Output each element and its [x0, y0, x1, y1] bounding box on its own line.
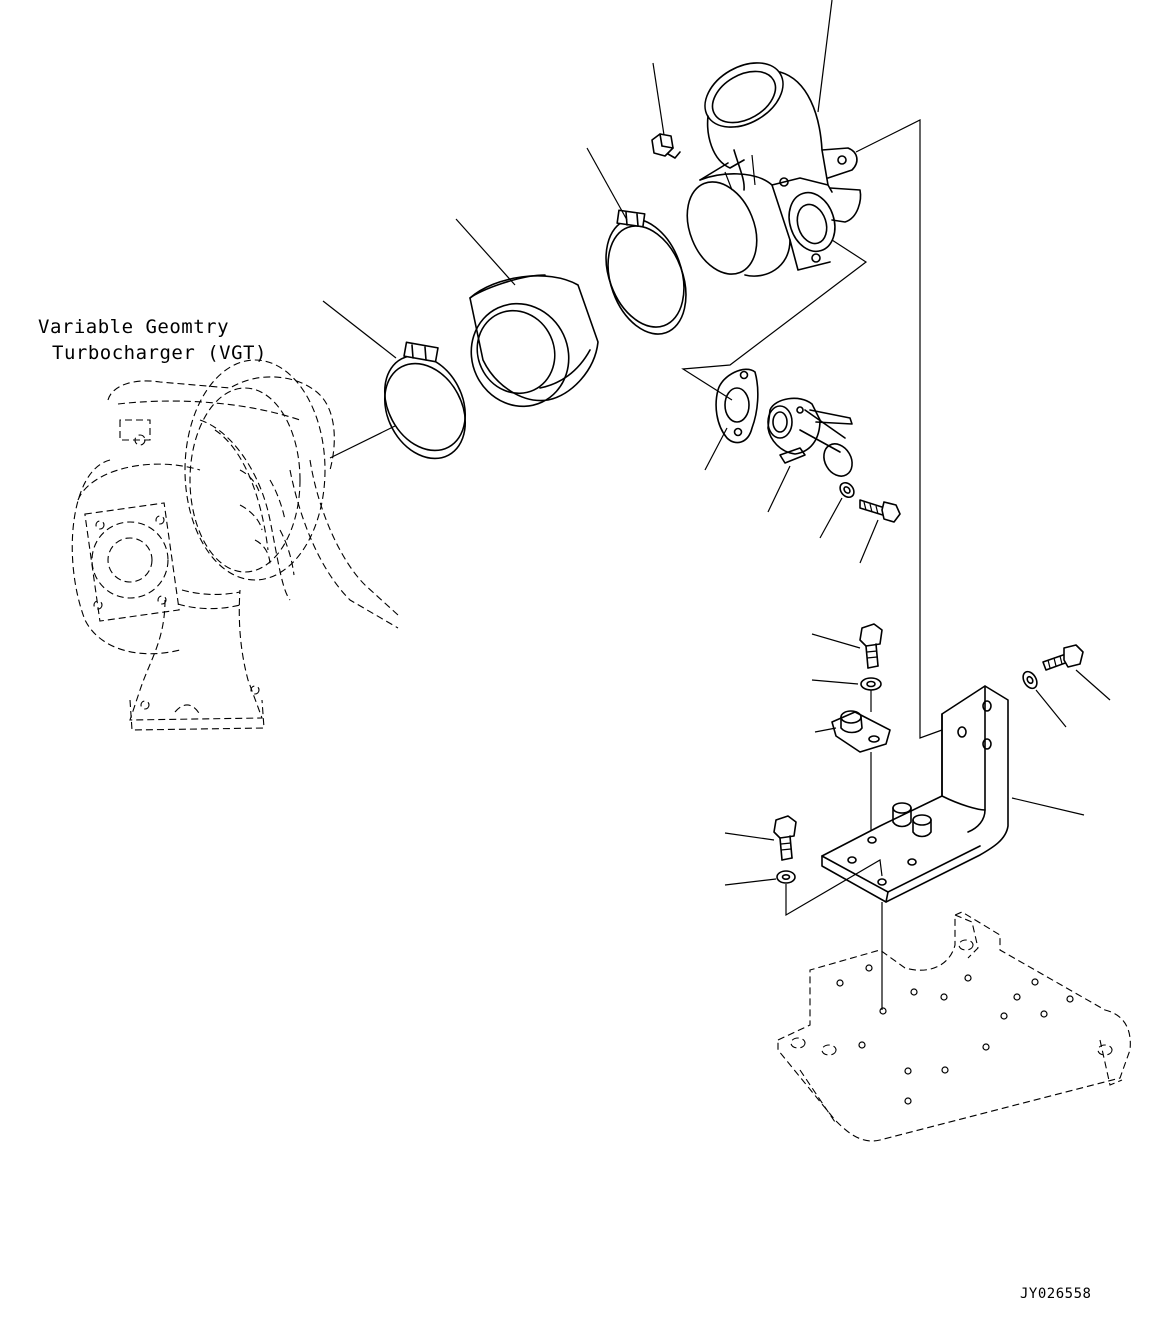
vgt-label-line-1: Variable Geomtry	[38, 316, 230, 338]
bolt-icon	[651, 133, 681, 159]
gasket-icon	[715, 368, 759, 444]
bolt-icon	[859, 499, 901, 523]
bolt-icon	[1042, 644, 1084, 671]
drawing-id: JY026558	[1020, 1286, 1092, 1302]
washer-icon	[776, 870, 796, 884]
hose-clamp-icon	[605, 209, 687, 335]
elbow-pipe-icon	[686, 62, 862, 277]
washer-icon	[1022, 670, 1038, 690]
turbocharger-outline-icon	[71, 359, 399, 731]
vgt-label-line-2: Turbocharger (VGT)	[52, 342, 267, 364]
washer-icon	[839, 481, 855, 499]
base-plate-outline-icon	[777, 911, 1131, 1142]
hose-clamp-icon	[383, 341, 467, 460]
water-connector-icon	[767, 397, 853, 477]
bolt-icon	[773, 815, 797, 861]
spacer-icon	[831, 710, 891, 753]
washer-icon	[860, 677, 882, 691]
hose-sleeve-icon	[469, 274, 599, 408]
bolt-icon	[859, 623, 883, 669]
mounting-bracket-icon	[821, 685, 1009, 903]
